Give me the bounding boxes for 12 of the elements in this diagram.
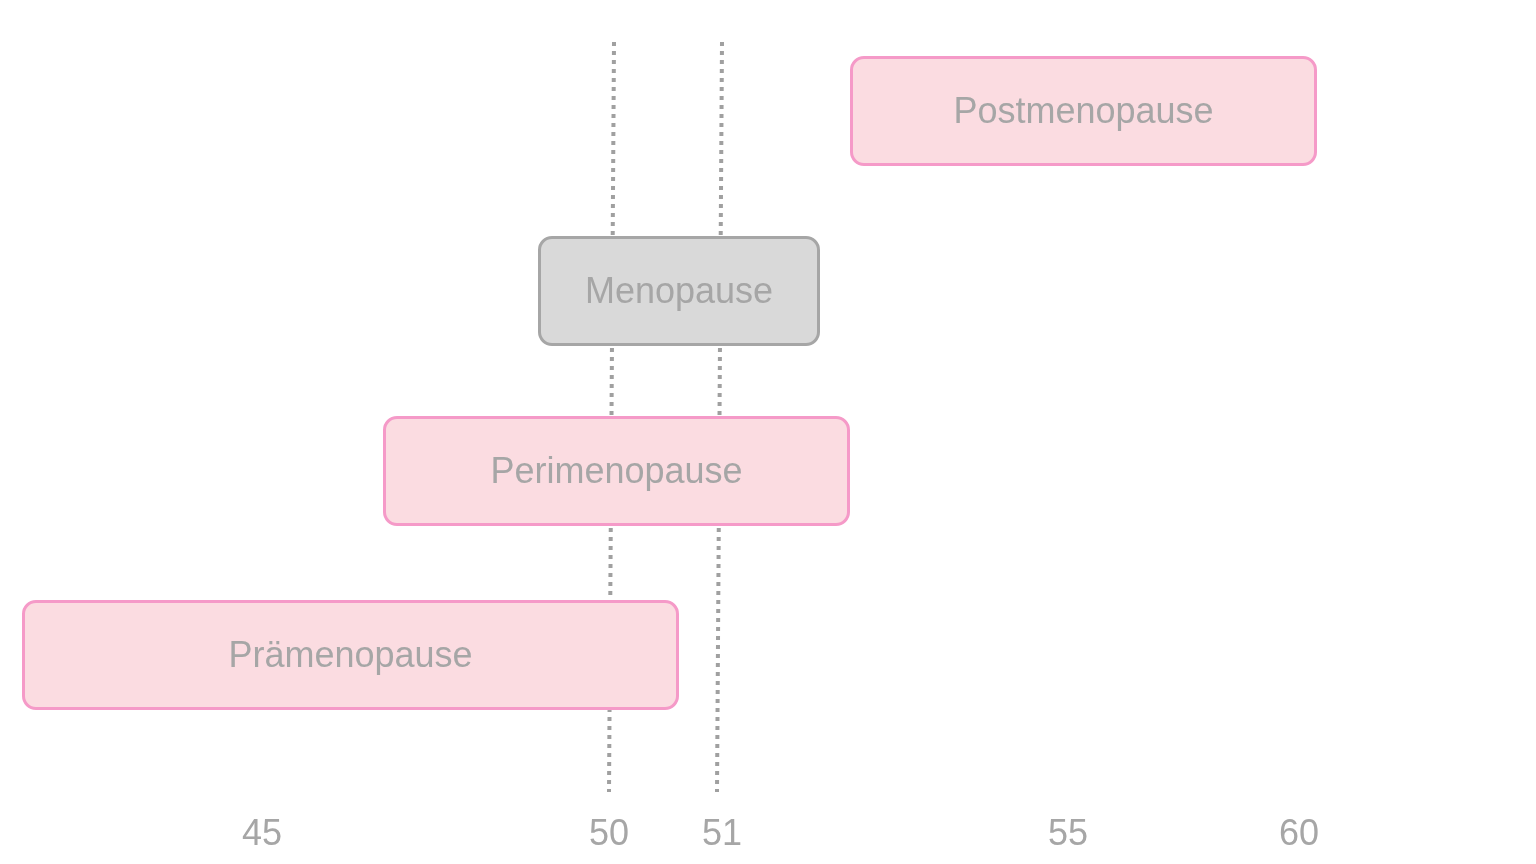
axis-tick-label: 45: [242, 812, 282, 854]
axis-tick-label: 51: [702, 812, 742, 854]
phase-label: Prämenopause: [228, 634, 473, 676]
axis-tick-label: 50: [589, 812, 629, 854]
axis-tick-label: 55: [1048, 812, 1088, 854]
phase-bar: [538, 236, 820, 346]
phase-label: Perimenopause: [490, 450, 743, 492]
phase-bar: [22, 600, 679, 710]
phase-label: Postmenopause: [953, 90, 1214, 132]
phase-bar: [850, 56, 1317, 166]
phase-bar: [383, 416, 850, 526]
axis-tick-label: 60: [1279, 812, 1319, 854]
